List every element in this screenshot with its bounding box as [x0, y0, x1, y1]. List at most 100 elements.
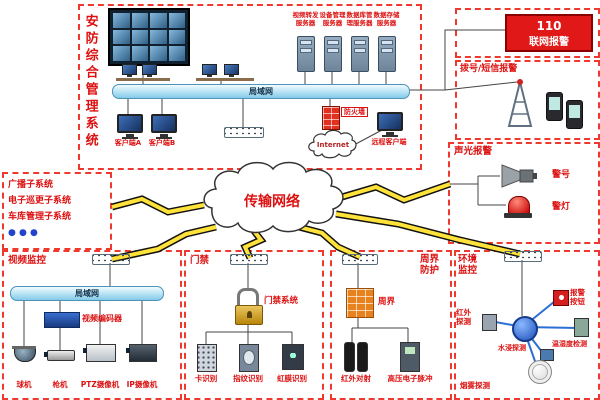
- video-lan-bus: 局域网: [10, 286, 164, 301]
- server-icon: [378, 36, 396, 72]
- ptz-camera-icon: [86, 344, 116, 362]
- alarm-110-line2: 联网报警: [529, 36, 569, 48]
- server-icon: [351, 36, 369, 72]
- tv-wall-icon: [108, 8, 190, 66]
- client-a-label: 客户端A: [114, 139, 142, 147]
- remote-client-label: 远程客户端: [371, 138, 407, 146]
- server-label: 设备管理服务器: [319, 11, 346, 27]
- alarm-button-icon: [553, 290, 569, 306]
- infrared-beam-icon: [357, 342, 368, 372]
- water-detector-label: 水浸探测: [498, 344, 526, 352]
- access-device-label: 卡识别: [194, 374, 218, 383]
- operator-workstation-icon: [224, 64, 239, 77]
- alarm-button-label: 报警按钮: [570, 288, 585, 306]
- dome-camera-icon: [12, 346, 36, 349]
- lock-icon: [235, 288, 263, 325]
- internet-label: Internet: [316, 141, 350, 149]
- desk-icon: [196, 78, 254, 81]
- camera-lens-icon: [44, 352, 48, 357]
- card-reader-icon: [197, 344, 217, 372]
- video-monitor-title: 视频监控: [8, 255, 47, 266]
- environment-title: 环境监控: [458, 254, 478, 277]
- perimeter-device-label: 高压电子脉冲: [387, 374, 433, 383]
- lightning-bolts: [111, 164, 521, 263]
- operator-workstation-icon: [142, 64, 157, 77]
- client-b-label: 客户端B: [148, 139, 176, 147]
- water-detector-icon: [540, 349, 554, 361]
- camera-label: IP摄像机: [126, 380, 158, 389]
- camera-label: 球机: [16, 380, 32, 389]
- alarm-110-box: [455, 8, 600, 58]
- beacon-base-icon: [504, 213, 532, 218]
- fingerprint-reader-icon: [239, 344, 259, 372]
- alarm-110-line1: 110: [536, 18, 562, 33]
- switch-icon: [342, 254, 378, 265]
- camera-lens-icon: [126, 348, 130, 353]
- perimeter-title: 周界防护: [420, 254, 440, 277]
- ip-camera-icon: [129, 344, 157, 362]
- antenna-icon: [506, 78, 534, 132]
- transmission-network-label: 传输网络: [244, 194, 300, 210]
- connection-lines: [23, 29, 523, 350]
- camera-label: PTZ摄像机: [80, 380, 120, 389]
- temp-humidity-sensor-icon: [574, 318, 589, 337]
- firewall-label: 防火墙: [341, 107, 368, 118]
- dial-sms-alarm-title: 拨号/短信报警: [460, 64, 518, 74]
- alarm-horn-icon: [500, 162, 540, 194]
- mobile-phone-icon: [546, 92, 563, 121]
- server-label: 数据存储服务器: [373, 11, 400, 27]
- smoke-detector-icon: [528, 360, 552, 384]
- firewall-icon: [322, 106, 340, 130]
- switch-icon: [504, 251, 542, 262]
- sensor-hub-icon: [512, 316, 538, 342]
- video-encoder-label: 视频编码器: [82, 314, 122, 323]
- video-encoder-icon: [44, 312, 80, 328]
- perimeter-device-label: 红外对射: [341, 374, 371, 383]
- video-monitor-box: [2, 250, 182, 400]
- light-label: 警灯: [552, 202, 571, 212]
- subsystems-box: [2, 172, 112, 250]
- client-b-computer-icon: [151, 114, 177, 139]
- desk-icon: [116, 78, 170, 81]
- access-device-label: 指纹识别: [233, 374, 263, 383]
- server-label: 视频转发服务器: [292, 11, 319, 27]
- subsystem-item: 电子巡更子系统: [8, 196, 72, 206]
- infrared-detector-icon: [482, 314, 497, 331]
- access-control-box: [184, 250, 324, 400]
- alarm-110-badge: 110 联网报警: [505, 14, 593, 52]
- subsystem-item: 广播子系统: [8, 180, 54, 190]
- operator-workstation-icon: [122, 64, 137, 77]
- switch-icon: [92, 254, 130, 265]
- temp-humidity-label: 温湿度检测: [552, 340, 587, 348]
- alarm-beacon-icon: [508, 196, 530, 214]
- management-system-title: 安防综合管理系统: [82, 14, 98, 150]
- server-icon: [297, 36, 315, 72]
- switch-icon: [224, 127, 264, 138]
- server-icon: [324, 36, 342, 72]
- access-system-label: 门禁系统: [264, 296, 299, 306]
- horn-label: 警号: [552, 170, 571, 180]
- perimeter-wall-label: 周界: [378, 297, 396, 307]
- client-a-computer-icon: [117, 114, 143, 139]
- switch-icon: [230, 254, 268, 265]
- bullet-camera-icon: [47, 350, 75, 361]
- server-label: 数据库管理服务器: [346, 11, 373, 27]
- infrared-beam-icon: [344, 342, 355, 372]
- dial-sms-alarm-box: [455, 60, 600, 140]
- access-device-label: 虹膜识别: [277, 374, 307, 383]
- sound-light-alarm-title: 声光报警: [454, 146, 493, 157]
- subsystem-item: 车库管理子系统: [8, 212, 72, 222]
- remote-client-computer-icon: [377, 112, 403, 137]
- pulse-fence-controller-icon: [400, 342, 420, 372]
- infrared-detector-label: 红外探测: [456, 308, 471, 326]
- subsystem-more-dots: ● ● ●: [8, 228, 38, 238]
- camera-lens-icon: [83, 348, 87, 353]
- iris-scanner-icon: [282, 344, 304, 370]
- camera-label: 枪机: [52, 380, 68, 389]
- transmission-cloud-shape: [203, 161, 344, 234]
- perimeter-wall-icon: [346, 288, 374, 318]
- perimeter-box: [330, 250, 452, 400]
- internet-cloud-shape: [308, 129, 357, 159]
- lan-bus: 局域网: [112, 84, 410, 99]
